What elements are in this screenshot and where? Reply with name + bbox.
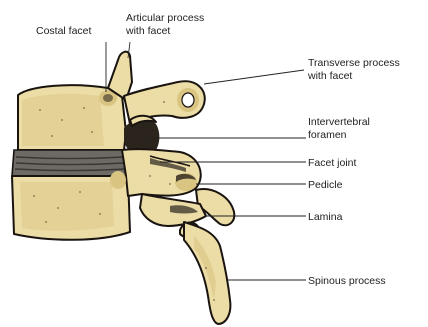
label-intervertebral-foramen-line1: Intervertebral (308, 116, 370, 128)
label-costal-facet: Costal facet (36, 25, 92, 37)
label-lamina: Lamina (308, 211, 343, 223)
lower-costal-facet (110, 171, 126, 189)
label-articular-process-line2: with facet (125, 25, 170, 37)
label-pedicle: Pedicle (308, 179, 343, 191)
label-spinous-process: Spinous process (308, 275, 386, 287)
label-articular-process-line1: Articular process (126, 12, 204, 24)
pedicle (122, 149, 201, 196)
label-transverse-process-line2: with facet (307, 70, 352, 82)
leader-transverse-process (204, 70, 304, 84)
spinous-process (184, 222, 230, 324)
label-facet-joint: Facet joint (308, 157, 357, 169)
intervertebral-disc (12, 150, 128, 176)
label-transverse-process-line1: Transverse process (308, 57, 400, 69)
label-intervertebral-foramen-line2: foramen (308, 129, 347, 141)
